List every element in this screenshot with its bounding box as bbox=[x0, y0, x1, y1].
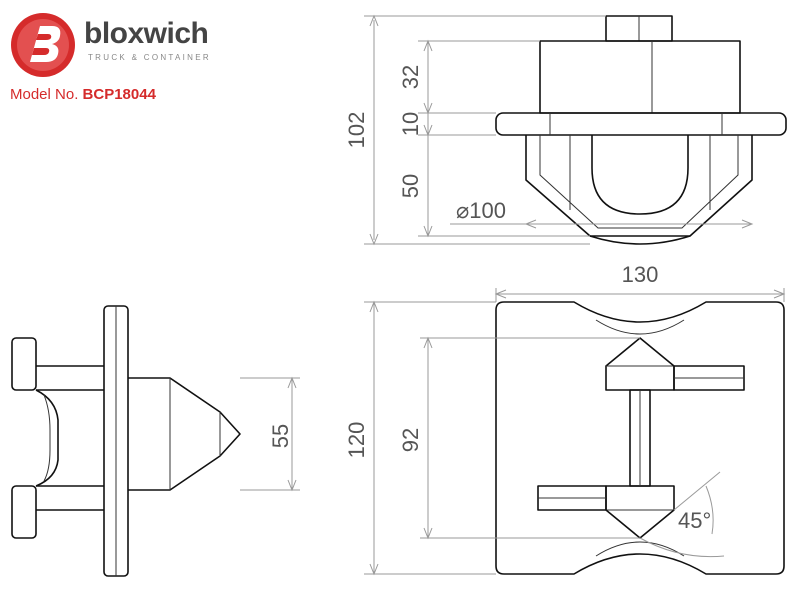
dim-cone-height: 50 bbox=[398, 174, 423, 198]
dim-cone-diameter: ⌀100 bbox=[456, 198, 506, 223]
dim-overall-height: 102 bbox=[344, 112, 369, 149]
dim-arrow-angle: 45° bbox=[678, 508, 711, 533]
top-elevation-view bbox=[495, 15, 787, 245]
dim-cone-width-side: 55 bbox=[268, 424, 293, 448]
plan-view bbox=[495, 301, 785, 575]
model-label: Model No. bbox=[10, 86, 79, 103]
dimension-lines bbox=[240, 14, 786, 576]
side-elevation-view bbox=[11, 305, 241, 577]
dim-plate-length: 120 bbox=[344, 422, 369, 459]
dim-plate-width: 130 bbox=[622, 262, 659, 287]
dim-inner-length: 92 bbox=[398, 428, 423, 452]
dimension-labels: 102 32 10 50 ⌀100 130 120 92 55 45° bbox=[268, 65, 711, 533]
bloxwich-logo-icon bbox=[11, 13, 75, 77]
model-number: Model No. BCP18044 bbox=[10, 86, 156, 103]
model-value: BCP18044 bbox=[82, 86, 156, 103]
dim-plate-thickness: 10 bbox=[398, 112, 423, 136]
brand-tagline: TRUCK & CONTAINER bbox=[88, 53, 211, 62]
brand-name: bloxwich bbox=[84, 17, 209, 50]
dim-flange-height: 32 bbox=[398, 65, 423, 89]
